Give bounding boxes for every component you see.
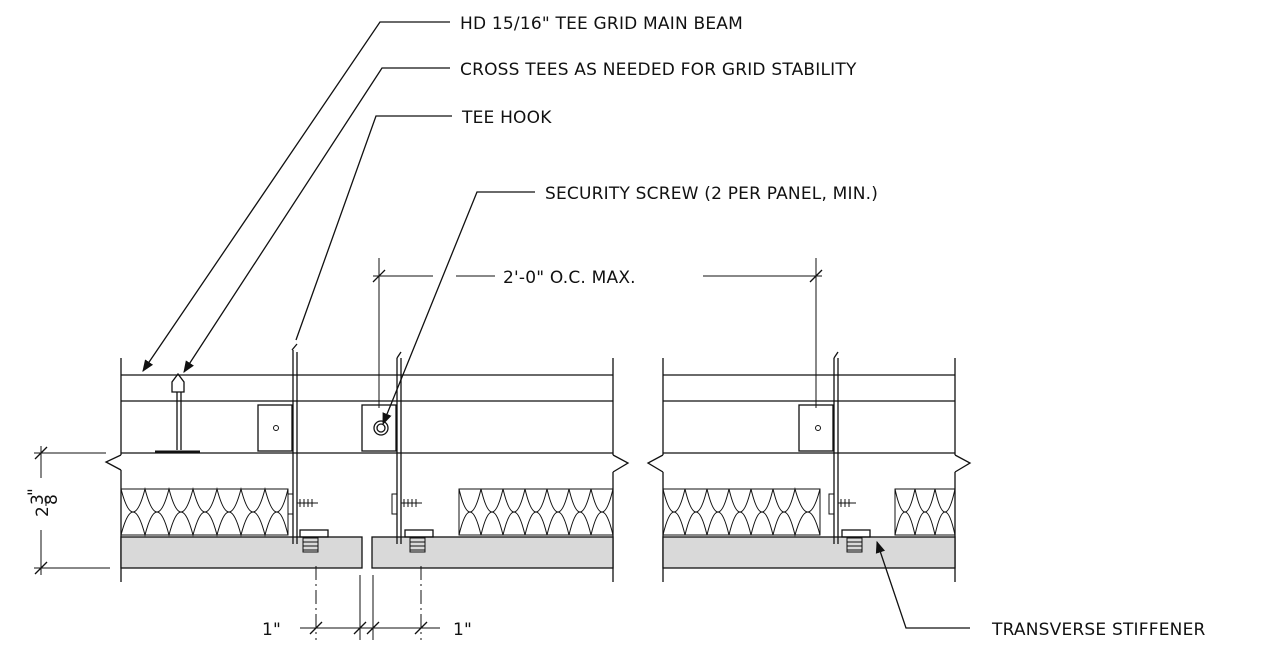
clip-bracket-2 [361, 404, 397, 452]
label-spacing: 2'-0" O.C. MAX. [503, 268, 636, 288]
label-tee-hook: TEE HOOK [461, 108, 552, 128]
height-dimension [34, 446, 110, 575]
label-gap-right: 1" [453, 620, 472, 640]
insulation-left-a [120, 487, 289, 537]
tee-hook-3 [828, 351, 871, 553]
insulation-right-b [894, 488, 956, 536]
insulation-left-b [458, 488, 614, 536]
insulation-right-a [662, 487, 821, 537]
label-cross-tees: CROSS TEES AS NEEDED FOR GRID STABILITY [460, 60, 857, 80]
label-security-screw: SECURITY SCREW (2 PER PANEL, MIN.) [545, 184, 878, 204]
clip-bracket-3 [798, 404, 834, 452]
label-main-beam: HD 15/16" TEE GRID MAIN BEAM [460, 14, 743, 34]
label-gap-left: 1" [262, 620, 281, 640]
label-height: 2 3 8 " [25, 488, 62, 517]
right-assembly [646, 351, 972, 582]
label-height-numerator: 3 [28, 494, 48, 505]
ceiling-panel-right [662, 536, 956, 569]
clip-bracket-1 [257, 404, 293, 452]
cross-tee [155, 372, 200, 454]
label-transverse-stiffener: TRANSVERSE STIFFENER [991, 620, 1206, 640]
spacing-dimension [372, 258, 823, 408]
tee-hook-1 [287, 343, 329, 553]
ceiling-panel-left [120, 536, 363, 569]
label-height-unit: " [25, 488, 45, 496]
tee-hook-2 [391, 351, 434, 553]
left-assembly [104, 343, 630, 582]
gap-dimensions [300, 566, 440, 640]
label-height-denominator: 8 [42, 494, 62, 505]
leader-lines [142, 21, 970, 629]
label-height-whole: 2 [33, 506, 53, 517]
ceiling-panel-center [371, 536, 614, 569]
